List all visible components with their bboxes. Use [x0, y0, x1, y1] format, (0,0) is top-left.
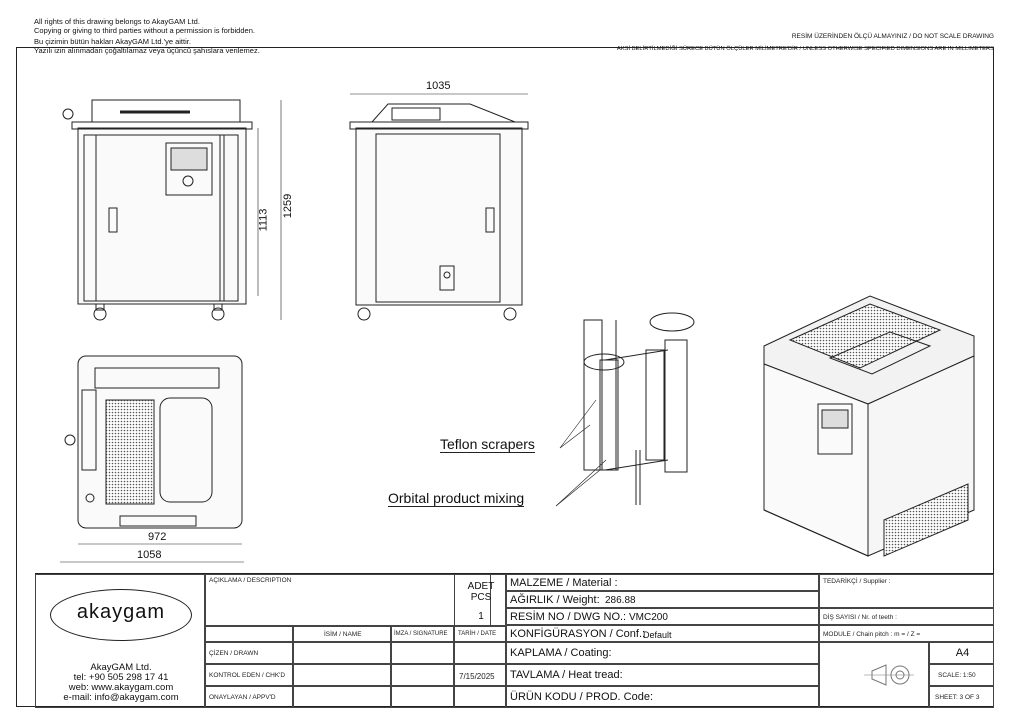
copyright-line: Copying or giving to third parties witho…: [34, 26, 255, 35]
paper-size: A4: [955, 647, 970, 659]
name-col-label: İSİM / NAME: [324, 631, 362, 638]
qty-cell: ADET PCS 1: [454, 574, 506, 626]
teeth-cell: DİŞ SAYISI / Nr. of teeth :: [819, 608, 994, 625]
blank-cell: [293, 664, 391, 686]
date-value: 7/15/2025: [459, 672, 495, 681]
drawn-cell: ÇİZEN / DRAWN: [205, 642, 293, 664]
coating-cell: KAPLAMA / Coating:: [506, 642, 819, 664]
name-col: İSİM / NAME: [293, 626, 391, 642]
company-tel: tel: +90 505 298 17 41: [73, 672, 169, 683]
sign-col: İMZA / SIGNATURE: [391, 626, 454, 642]
projection-symbol-icon: [864, 664, 914, 686]
dwg-value: VMC200: [629, 612, 668, 623]
blank-cell: [454, 686, 506, 708]
scale-warning: RESİM ÜZERİNDEN ÖLÇÜ ALMAYINIZ / DO NOT …: [791, 33, 994, 40]
prod-cell: ÜRÜN KODU / PROD. Code:: [506, 686, 819, 708]
blank-cell: [391, 686, 454, 708]
sign-col-label: İMZA / SIGNATURE: [394, 631, 448, 637]
company-logo: akaygam: [76, 601, 166, 623]
size-cell: A4: [929, 642, 994, 664]
conf-label: KONFİGÜRASYON / Conf.:: [510, 628, 646, 640]
scale-notice: RESİM ÜZERİNDEN ÖLÇÜ ALMAYINIZ / DO NOT …: [617, 33, 994, 53]
conf-value: Default: [643, 630, 672, 640]
logo-oval: [50, 589, 192, 641]
description-label: AÇIKLAMA / DESCRIPTION: [209, 577, 292, 584]
scale-cell: SCALE: 1:50: [929, 664, 994, 686]
front-view: [62, 99, 253, 321]
blank-cell: [454, 642, 506, 664]
company-name: AkayGAM Ltd.: [90, 662, 152, 673]
description-cell: AÇIKLAMA / DESCRIPTION: [205, 574, 491, 626]
scale-value: SCALE: 1:50: [938, 672, 976, 679]
qty-value: 1: [478, 611, 484, 622]
date-col-label: TARİH / DATE: [458, 631, 497, 637]
side-view: [349, 103, 529, 321]
copyright-line: All rights of this drawing belongs to Ak…: [34, 17, 200, 26]
heat-label: TAVLAMA / Heat tread:: [510, 669, 623, 681]
dim-height-total: 1259: [282, 193, 295, 219]
copyright-notice: All rights of this drawing belongs to Ak…: [34, 17, 260, 55]
dim-depth: 972: [148, 531, 167, 543]
projection-cell: [819, 642, 929, 708]
dim-depth-total: 1058: [137, 549, 162, 561]
blank-cell: [293, 642, 391, 664]
dim-height-body: 1113: [257, 208, 270, 232]
material-label: MALZEME / Material :: [510, 577, 618, 589]
company-web: web: www.akaygam.com: [68, 682, 174, 693]
weight-cell: AĞIRLIK / Weight: 286.88: [506, 591, 819, 608]
callout-teflon-scrapers: Teflon scrapers: [440, 436, 535, 453]
top-view: [64, 355, 243, 529]
weight-label: AĞIRLIK / Weight:: [510, 594, 600, 606]
module-cell: MODULE / Chain pitch : m = / Z =: [819, 625, 994, 642]
company-contact: AkayGAM Ltd. tel: +90 505 298 17 41 web:…: [36, 663, 206, 703]
prod-label: ÜRÜN KODU / PROD. Code:: [510, 691, 654, 703]
copyright-line: Bu çizimin bütün hakları AkayGAM Ltd.'ye…: [34, 37, 191, 46]
module-label: MODULE / Chain pitch : m = / Z =: [823, 631, 921, 638]
checked-cell: KONTROL EDEN / CHK'D: [205, 664, 293, 686]
drawn-label: ÇİZEN / DRAWN: [209, 650, 259, 657]
callout-orbital-mixing: Orbital product mixing: [388, 490, 525, 507]
date-cell: 7/15/2025: [454, 664, 506, 686]
blank-cell: [205, 626, 293, 642]
heat-cell: TAVLAMA / Heat tread:: [506, 664, 819, 686]
dwg-cell: RESİM NO / DWG NO.:VMC200: [506, 608, 819, 625]
copyright-line: Yazılı izin alınmadan çoğaltılamaz veya …: [34, 46, 260, 55]
supplier-label: TEDARİKÇİ / Supplier :: [823, 578, 891, 585]
approved-cell: ONAYLAYAN / APPV'D: [205, 686, 293, 708]
company-email: e-mail: info@akaygam.com: [63, 692, 179, 703]
approved-label: ONAYLAYAN / APPV'D: [209, 694, 276, 701]
date-col: TARİH / DATE: [454, 626, 506, 642]
checked-label: KONTROL EDEN / CHK'D: [209, 672, 286, 679]
dim-width: 1035: [426, 80, 451, 92]
isometric-view: [763, 295, 975, 557]
qty-label: ADET PCS: [467, 581, 495, 603]
teeth-label: DİŞ SAYISI / Nr. of teeth :: [823, 614, 897, 621]
conf-cell: KONFİGÜRASYON / Conf.:Default: [506, 625, 819, 642]
material-cell: MALZEME / Material :: [506, 574, 819, 591]
company-cell: akaygam AkayGAM Ltd. tel: +90 505 298 17…: [35, 574, 205, 708]
mixer-detail: [583, 312, 695, 505]
blank-cell: [391, 664, 454, 686]
units-notice: AKSİ BELİRTİLMEDİĞİ SÜRECE BÜTÜN ÖLÇÜLER…: [616, 46, 994, 52]
weight-value: 286.88: [605, 595, 636, 606]
sheet-value: SHEET: 3 OF 3: [935, 694, 980, 701]
supplier-cell: TEDARİKÇİ / Supplier :: [819, 574, 994, 608]
dimension-lines: [60, 93, 607, 563]
sheet-cell: SHEET: 3 OF 3: [929, 686, 994, 708]
blank-cell: [391, 642, 454, 664]
coating-label: KAPLAMA / Coating:: [510, 647, 612, 659]
title-block: akaygam AkayGAM Ltd. tel: +90 505 298 17…: [35, 573, 994, 708]
blank-cell: [293, 686, 391, 708]
dwg-label: RESİM NO / DWG NO.:: [510, 611, 627, 623]
